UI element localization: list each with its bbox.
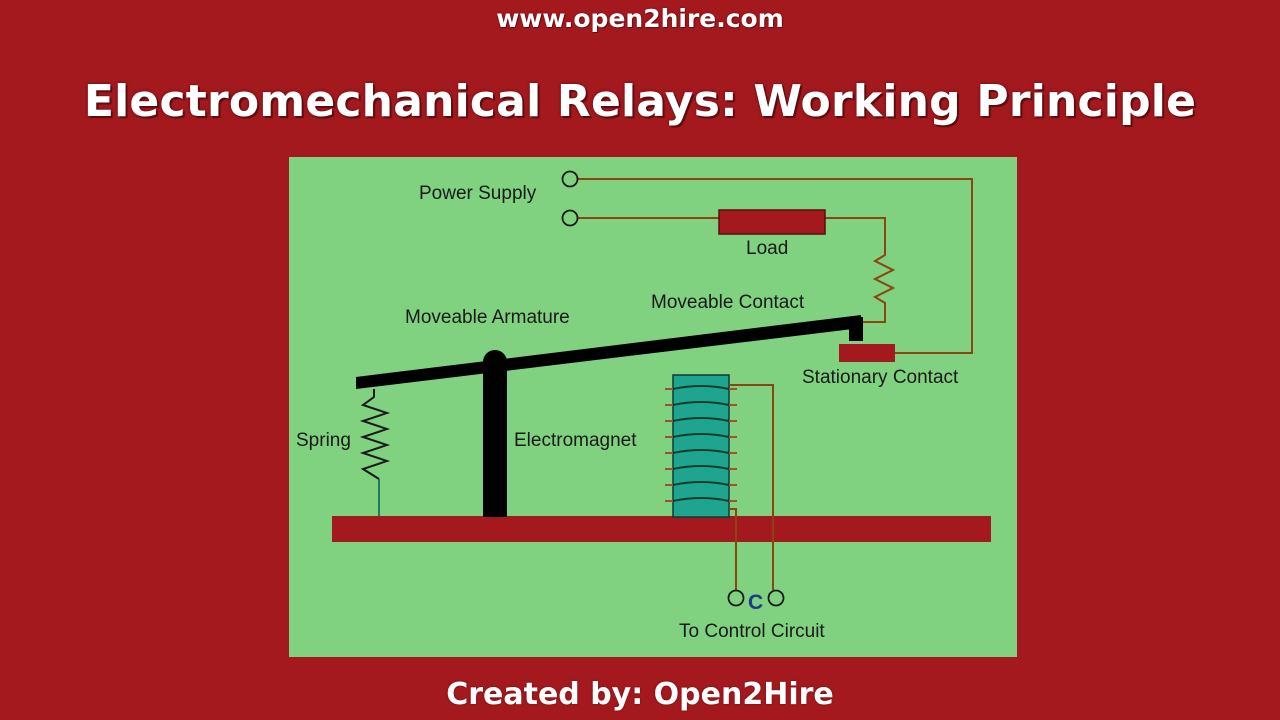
power-supply-wire-top — [578, 178, 973, 354]
pivot-post — [483, 369, 507, 517]
electromagnet-label: Electromagnet — [514, 430, 637, 451]
control-terminal-1 — [727, 589, 745, 607]
credit-footer: Created by: Open2Hire — [446, 677, 834, 712]
control-wire-2 — [729, 508, 737, 590]
control-circuit-label: To Control Circuit — [679, 621, 825, 642]
base-plate — [332, 516, 991, 542]
electromagnet-coil — [672, 385, 730, 502]
control-wire-1 — [729, 384, 774, 590]
stationary-contact-label: Stationary Contact — [802, 367, 959, 388]
coil-winding-ticks — [665, 388, 737, 502]
load-to-contact-wire — [825, 217, 896, 323]
load-label: Load — [746, 238, 789, 259]
coil-terminal-mark: C — [748, 591, 764, 614]
spring-label: Spring — [296, 430, 351, 451]
moveable-contact — [849, 317, 863, 341]
armature-pivot — [483, 350, 507, 374]
spring — [359, 389, 391, 480]
relay-diagram: Power Supply Load Moveable Contact Movea… — [289, 157, 1017, 657]
power-supply-terminal-1 — [561, 170, 579, 188]
moveable-armature-label: Moveable Armature — [405, 307, 570, 328]
page-title: Electromechanical Relays: Working Princi… — [83, 76, 1197, 127]
relay-diagram-drawing — [332, 170, 991, 607]
load — [718, 209, 826, 235]
power-supply-terminal-2 — [561, 209, 579, 227]
stationary-contact — [839, 344, 895, 362]
control-terminal-2 — [767, 589, 785, 607]
power-supply-label: Power Supply — [419, 183, 537, 204]
moveable-armature — [356, 315, 861, 389]
site-url: www.open2hire.com — [496, 4, 784, 33]
electromagnet-core — [672, 374, 730, 518]
moveable-contact-label: Moveable Contact — [651, 292, 805, 313]
